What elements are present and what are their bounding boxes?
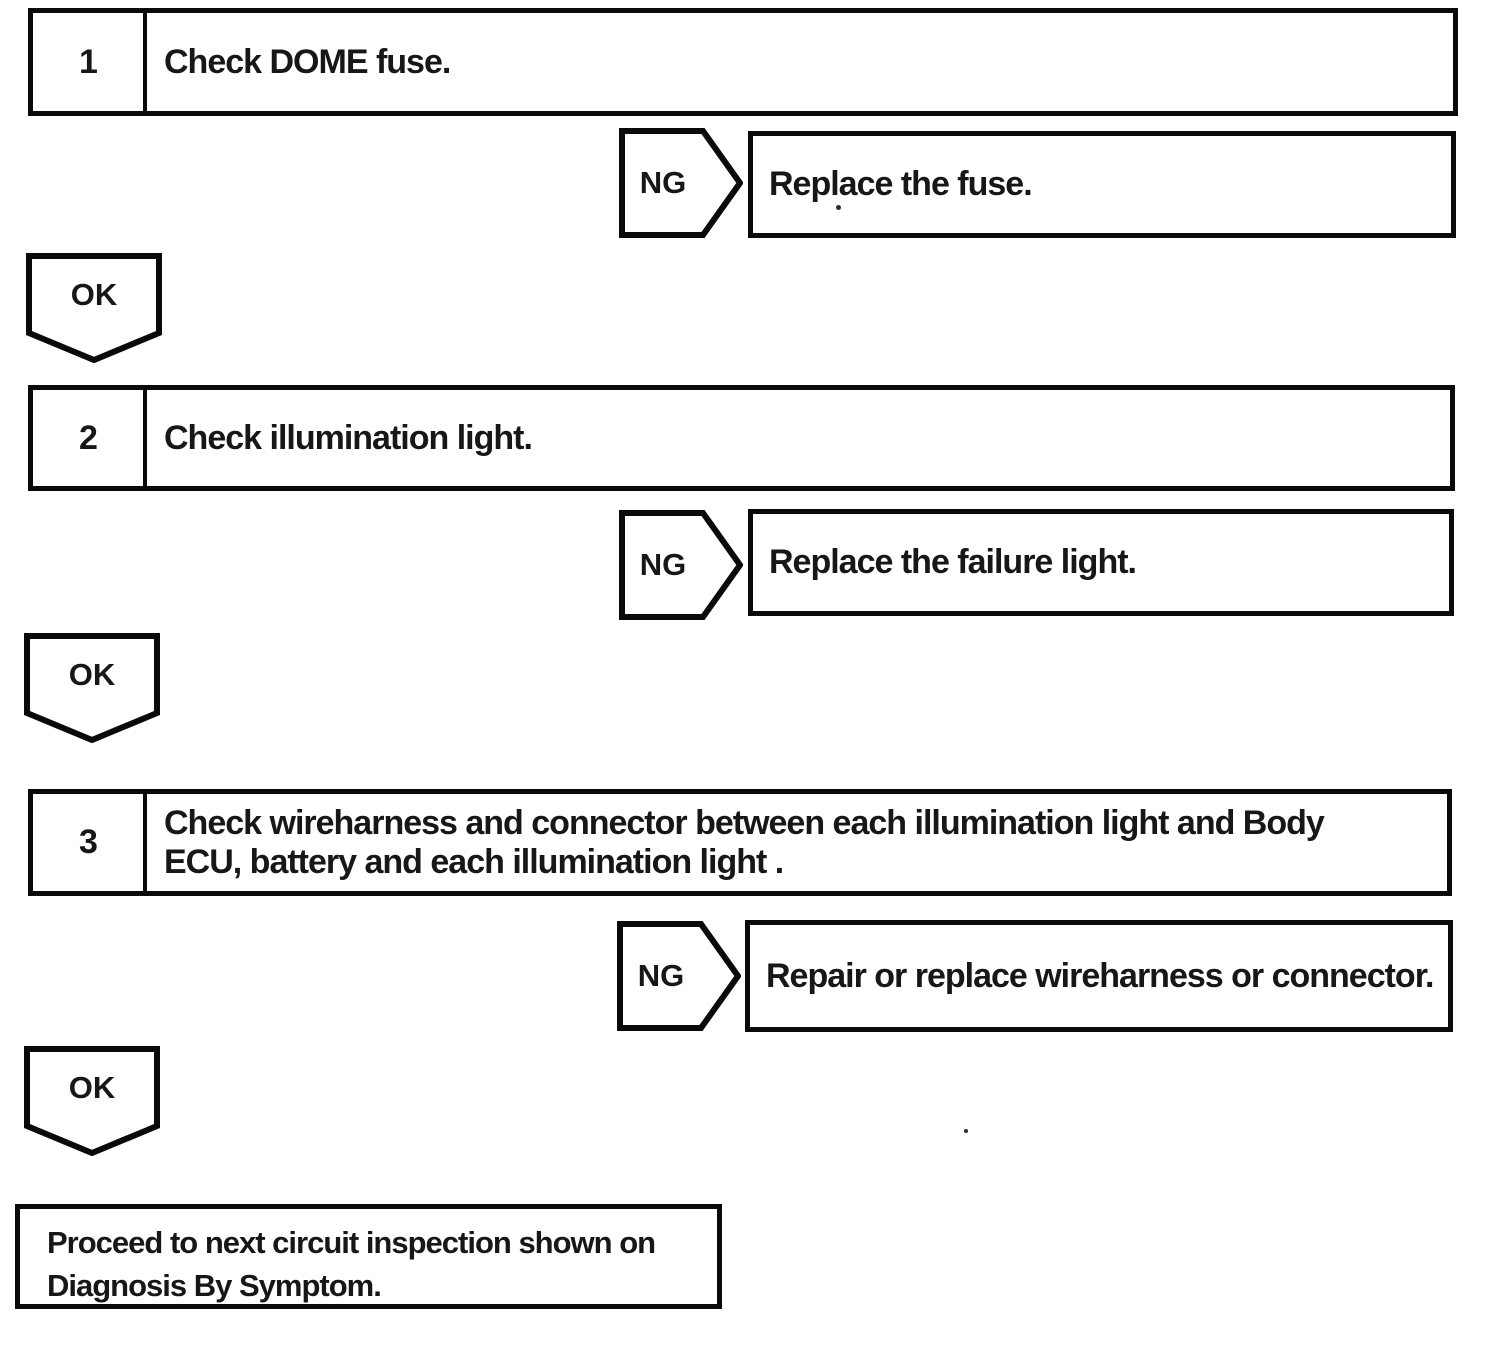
step-1-number-cell: 1 (33, 13, 147, 111)
step-3-ng-arrow: NG (617, 921, 741, 1031)
step-3-ng-label: NG (637, 958, 685, 993)
step-1-ng-label: NG (639, 165, 687, 200)
step-2-ng-arrow: NG (619, 510, 743, 620)
step-2-ng-action: Replace the failure light. (769, 543, 1137, 581)
step-1-ng-action: Replace the fuse. (769, 165, 1033, 203)
step-3-number-cell: 3 (33, 794, 147, 891)
step-1-ok-arrow: OK (26, 253, 162, 363)
step-2-ng-action-box: Replace the failure light. (748, 509, 1454, 616)
ng-pentagon-icon (619, 128, 743, 238)
ok-pentagon-icon (24, 1046, 160, 1156)
step-3-ng-action-box: Repair or replace wireharness or connect… (745, 920, 1453, 1032)
scan-speck (836, 205, 841, 210)
step-2-instruction: Check illumination light. (164, 418, 533, 457)
step-3-box: 3 Check wireharness and connector betwee… (28, 789, 1452, 896)
step-2-ok-arrow: OK (24, 633, 160, 743)
ok-pentagon-icon (24, 633, 160, 743)
step-1-ng-action-box: Replace the fuse. (748, 131, 1456, 238)
ng-pentagon-icon (619, 510, 743, 620)
ok-pentagon-icon (26, 253, 162, 363)
scan-speck (964, 1129, 968, 1133)
step-2-number: 2 (79, 418, 98, 457)
step-1-box: 1 Check DOME fuse. (28, 8, 1458, 116)
step-1-ok-label: OK (70, 277, 118, 312)
step-1-number: 1 (79, 42, 98, 81)
step-1-ng-arrow: NG (619, 128, 743, 238)
step-2-number-cell: 2 (33, 390, 147, 486)
step-2-ng-label: NG (639, 547, 687, 582)
end-box-text: Proceed to next circuit inspection shown… (47, 1225, 656, 1303)
step-3-number: 3 (79, 823, 98, 861)
step-3-ng-action: Repair or replace wireharness or connect… (766, 956, 1434, 995)
end-box: Proceed to next circuit inspection shown… (15, 1204, 722, 1309)
step-2-box: 2 Check illumination light. (28, 385, 1455, 491)
step-3-instruction: Check wireharness and connector between … (164, 803, 1325, 881)
ng-pentagon-icon (617, 921, 741, 1031)
step-3-ok-arrow: OK (24, 1046, 160, 1156)
step-3-ok-label: OK (68, 1070, 116, 1105)
step-2-ok-label: OK (68, 657, 116, 692)
step-1-instruction: Check DOME fuse. (164, 42, 451, 81)
